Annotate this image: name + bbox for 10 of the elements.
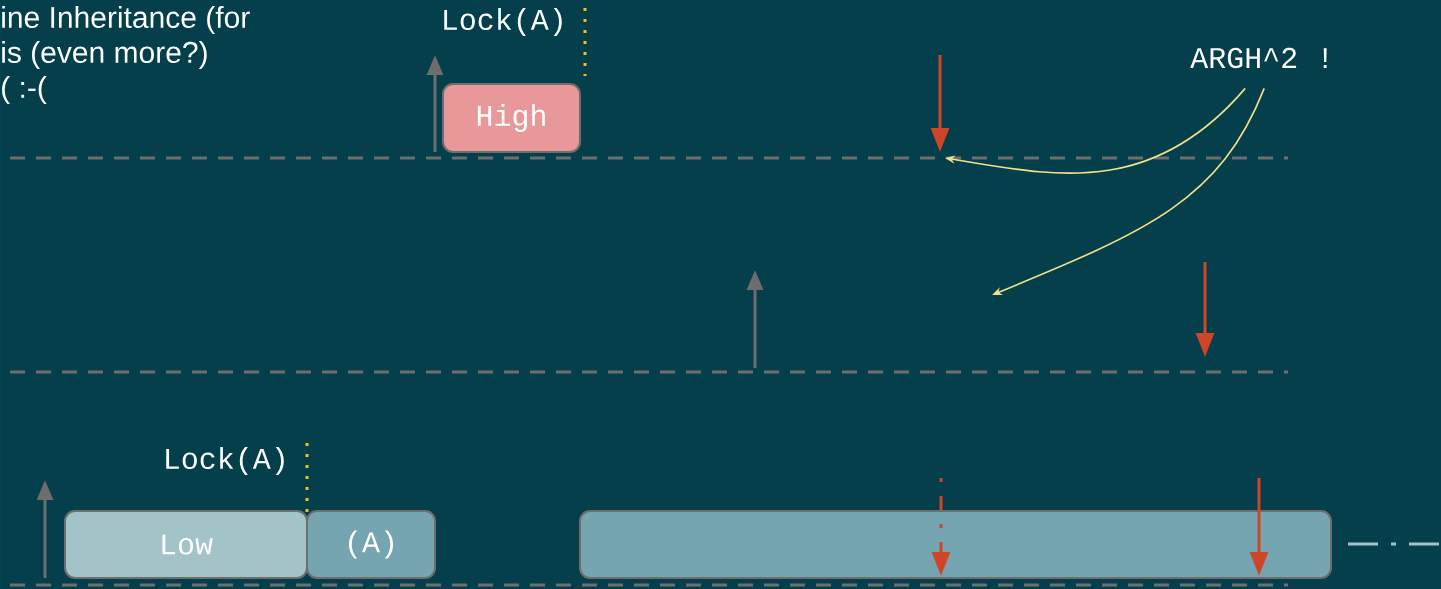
exclamation-text: ARGH^2 !: [1190, 47, 1327, 69]
task-box: High: [442, 83, 581, 153]
heading-text: is (even more?): [2, 41, 207, 69]
heading-text: ( :-(: [2, 76, 47, 104]
heading-text: ine Inheritance (for: [2, 6, 250, 34]
task-box: Low: [64, 510, 308, 579]
lock-label: Lock(A): [166, 447, 284, 475]
task-box: (A): [306, 510, 436, 579]
task-bar: [579, 510, 1332, 579]
lock-label: Lock(A): [444, 8, 562, 36]
